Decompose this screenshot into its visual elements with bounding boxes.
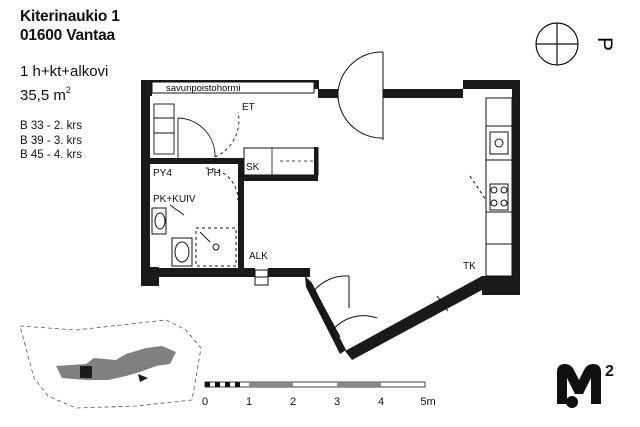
apartment-type: 1 h+kt+alkovi (20, 63, 109, 80)
wall-top-right (383, 89, 463, 98)
wall-right (512, 80, 520, 295)
svg-text:2: 2 (605, 363, 614, 380)
scale-tick: 0 (202, 396, 208, 408)
walls (141, 80, 520, 360)
label-sk: SK (246, 162, 260, 173)
bathroom-fixtures (151, 167, 239, 267)
site-highlight (80, 366, 92, 378)
wall-bath-right (238, 164, 244, 268)
scale-tick: 2 (290, 396, 296, 408)
unit-item: B 33 - 2. krs (20, 120, 82, 132)
unit-item: B 45 - 4. krs (20, 149, 82, 161)
label-alk: ALK (249, 251, 268, 262)
scale-bar: 0 1 2 3 4 5m (202, 381, 436, 408)
wall-bottom (159, 268, 255, 277)
site-map (19, 319, 202, 409)
address-postal: 01600 Vantaa (20, 27, 115, 44)
address-street: Kiterinaukio 1 (20, 8, 120, 25)
wall-diagonal (345, 276, 482, 360)
address-block: Kiterinaukio 1 01600 Vantaa (20, 7, 120, 45)
scale-tick: 1 (246, 396, 252, 408)
scale-tick: 5m (420, 396, 435, 408)
balcony-door (309, 275, 449, 341)
label-ph: PH (207, 168, 221, 179)
wall-bath-top (150, 158, 244, 164)
kitchen-counter (469, 97, 513, 277)
label-vent: savunpoistohormi (166, 83, 240, 94)
scale-tick: 4 (378, 396, 384, 408)
sk-cabinet (243, 147, 319, 176)
label-tk: TK (463, 261, 476, 272)
brand-logo-icon: 2 (557, 363, 614, 408)
unit-item: B 39 - 3. krs (20, 134, 82, 147)
apartment-summary: 1 h+kt+alkovi 35,5 m2 (20, 62, 108, 105)
wall-left (141, 96, 150, 286)
label-py4: PY4 (153, 168, 172, 179)
compass-icon: P (535, 22, 616, 66)
entry-door (337, 51, 384, 140)
site-building (56, 346, 176, 380)
vent-box (151, 81, 315, 94)
apartment-area: 35,5 m2 (20, 81, 108, 105)
label-pk-kuiv: PK+KUIV (153, 194, 196, 205)
unit-list: B 33 - 2. krs B 39 - 3. krs B 45 - 4. kr… (20, 119, 82, 163)
area-value: 35,5 m (20, 87, 66, 104)
scale-tick: 3 (334, 396, 340, 408)
area-unit-sup: 2 (65, 85, 71, 95)
compass-north-label: P (593, 37, 616, 51)
label-et: ET (242, 102, 255, 113)
